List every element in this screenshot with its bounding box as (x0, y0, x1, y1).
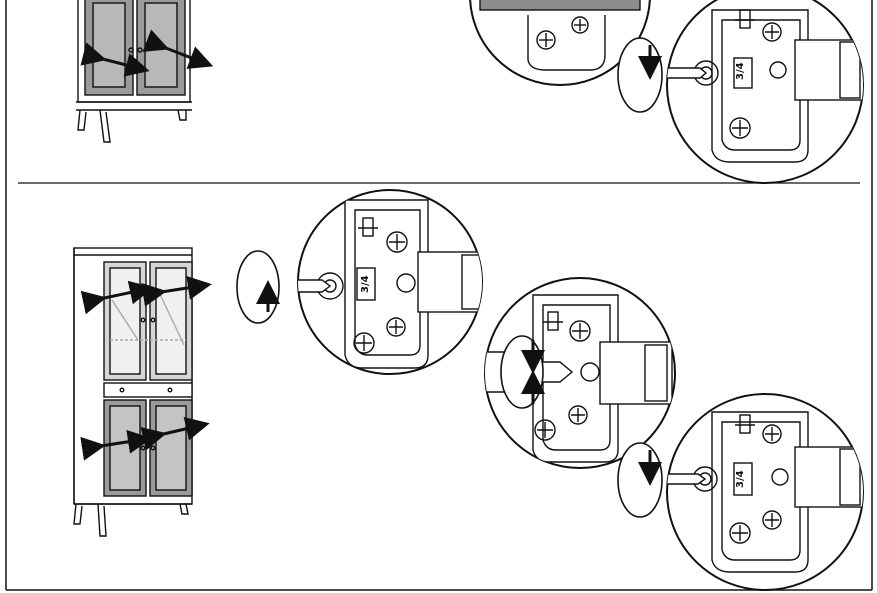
hinge-label-bottom-left: 3/4 (360, 275, 371, 293)
hinge-detail-top-right: 3/4 (666, 0, 864, 184)
hinge-detail-bottom-middle (484, 277, 676, 469)
hinge-detail-bottom-left: 3/4 (297, 189, 483, 375)
hinge-label-bottom-right: 3/4 (735, 470, 746, 488)
panel-border (5, 0, 873, 591)
rotation-arrows-bottom-middle (500, 335, 545, 409)
rotation-arrow-bottom-right (617, 442, 663, 518)
rotation-arrow-bottom-left (236, 250, 280, 324)
door-adjust-arrows-bottom (80, 275, 212, 461)
hinge-label-top-right: 3/4 (735, 62, 746, 80)
door-adjust-arrows-top (80, 29, 214, 77)
hinge-detail-top-partial (469, 0, 651, 86)
rotation-arrow-top (617, 37, 663, 113)
hinge-detail-bottom-right: 3/4 (666, 393, 864, 591)
cabinet-top-illustration (76, 0, 192, 143)
